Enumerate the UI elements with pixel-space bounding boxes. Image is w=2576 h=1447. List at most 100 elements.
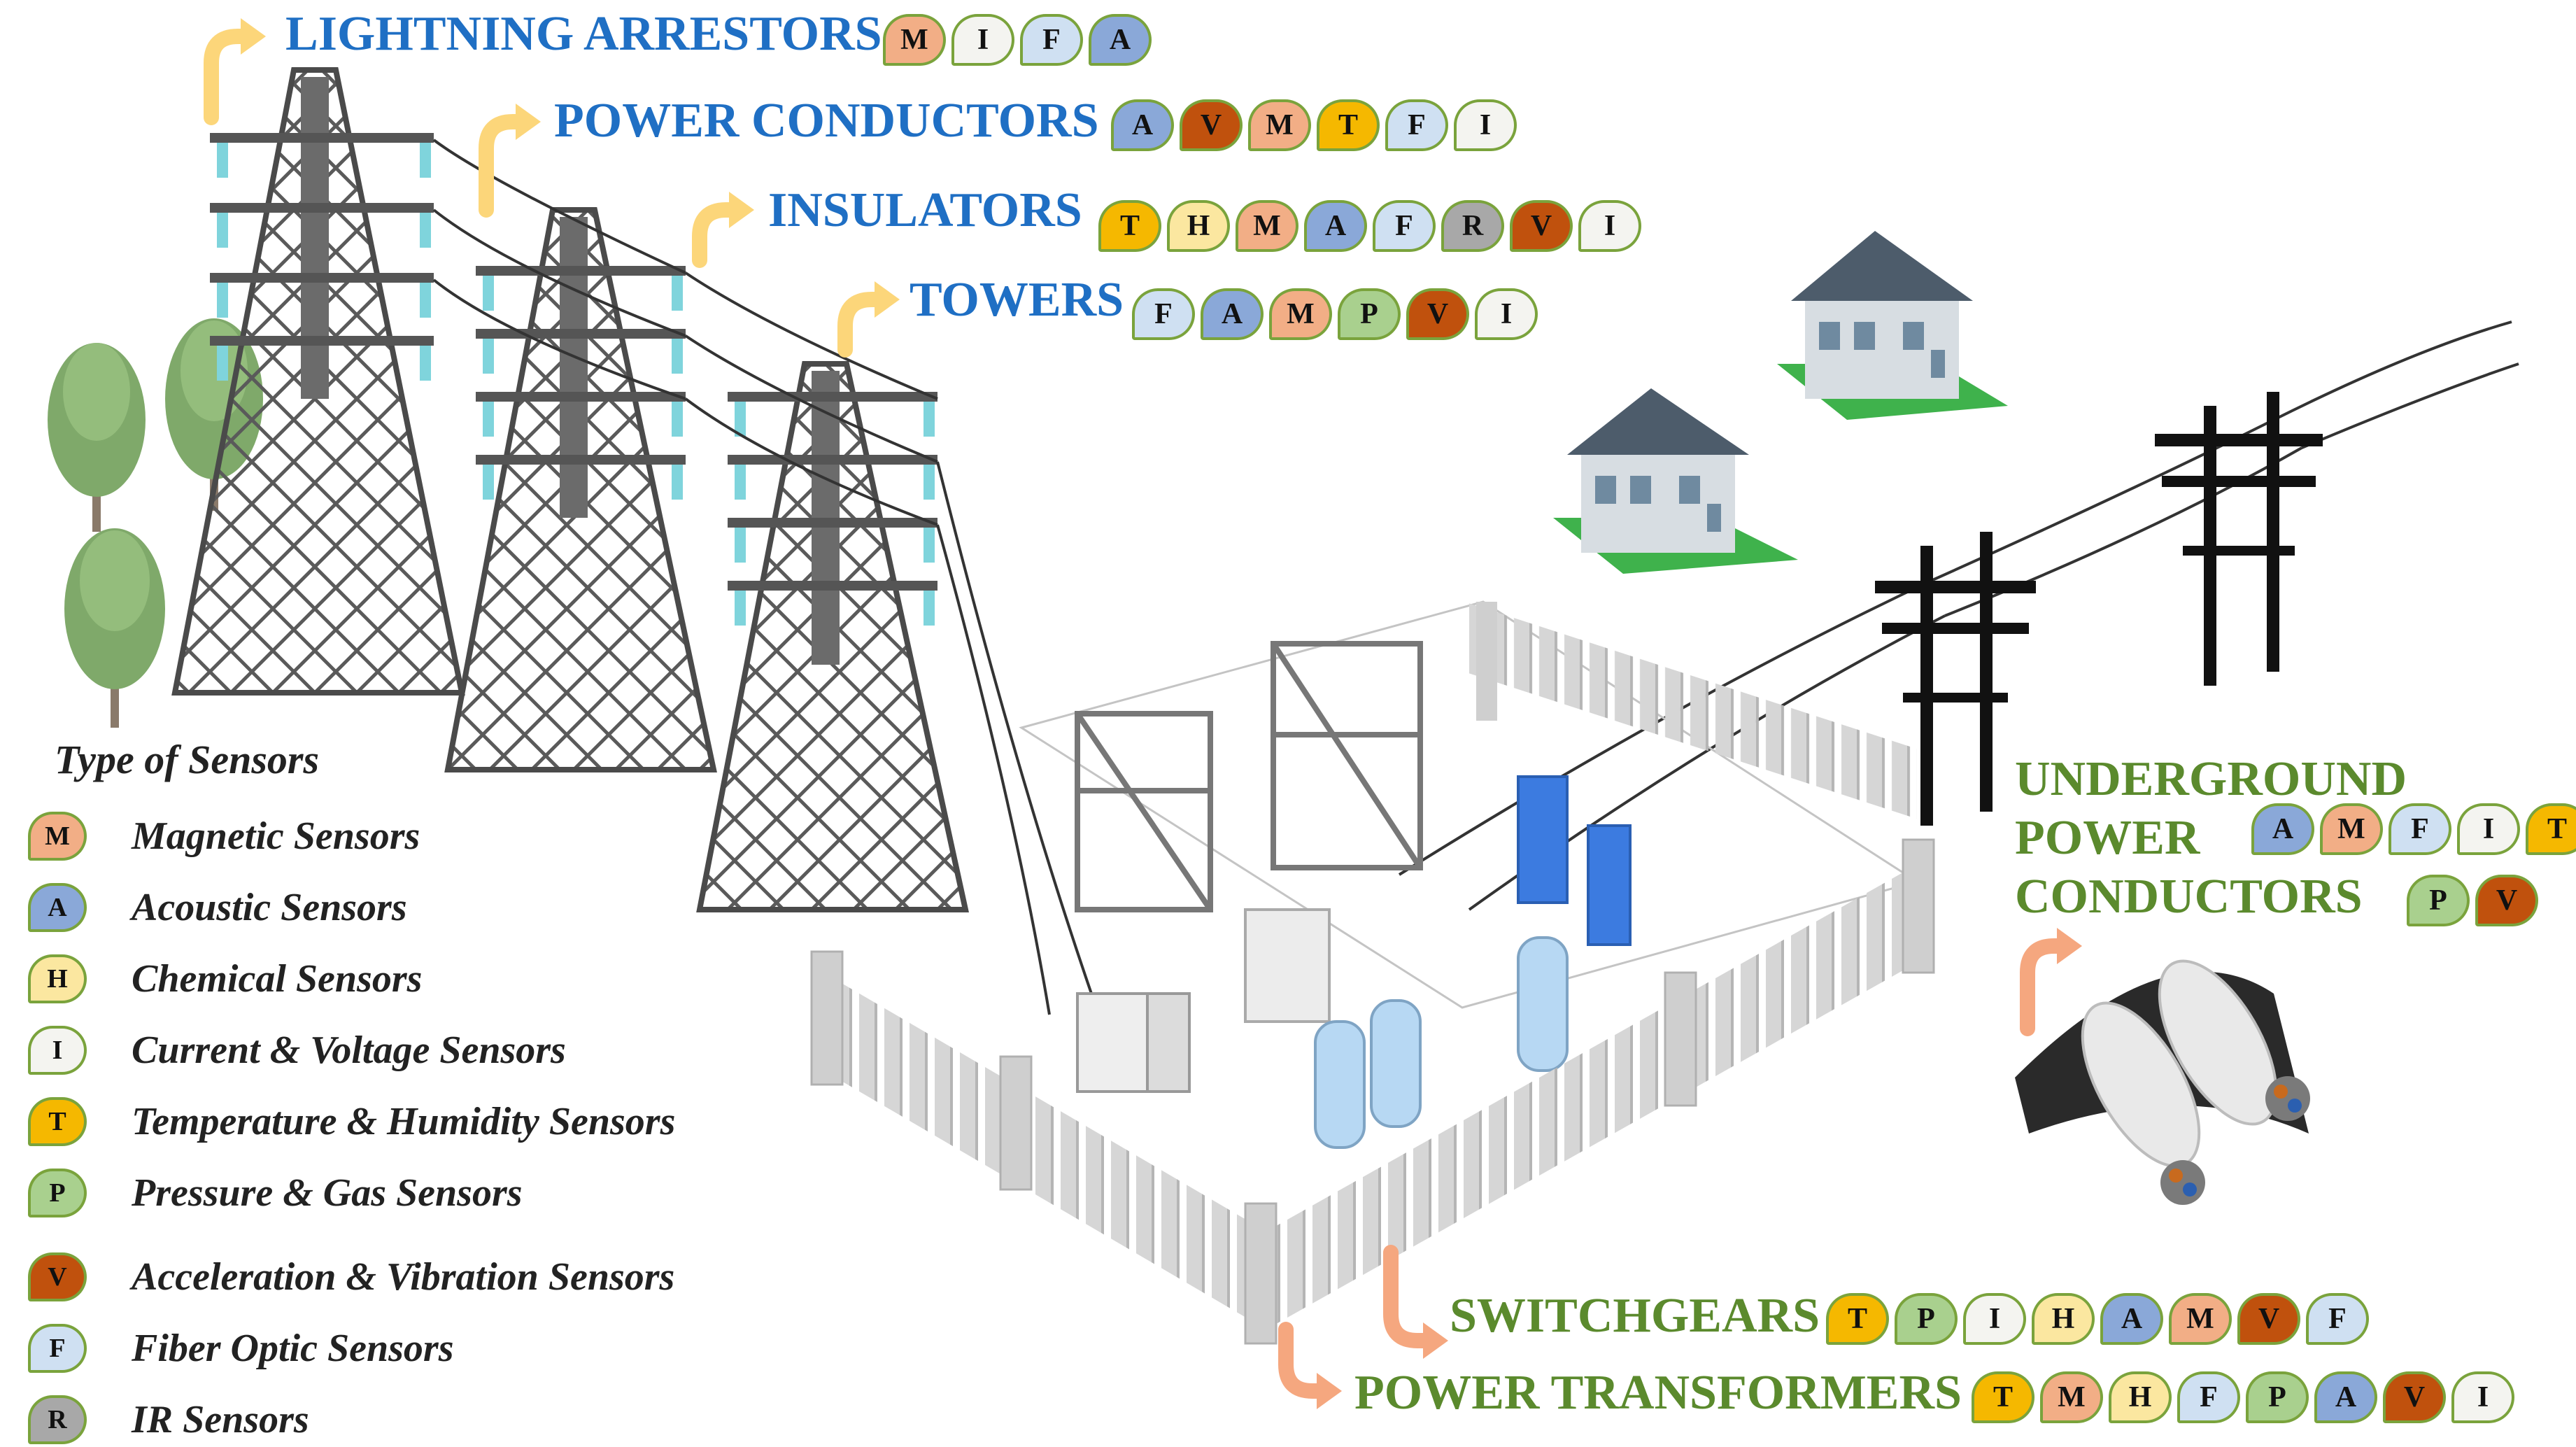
sensor-badge-f: F	[1385, 99, 1448, 151]
legend-item-label: Magnetic Sensors	[132, 814, 420, 858]
legend-item-label: IR Sensors	[132, 1398, 309, 1441]
sensor-badge-f: F	[2389, 803, 2451, 855]
underground-cable-icon	[2015, 959, 2310, 1205]
sensor-badge-h: H	[28, 954, 87, 1003]
arrow-power-transformers-head	[1317, 1373, 1342, 1409]
sensor-badge-t: T	[1972, 1371, 2034, 1423]
sensor-badge-t: T	[1317, 99, 1380, 151]
legend-item: A Acoustic Sensors	[28, 883, 407, 932]
arrow-underground-head	[2057, 928, 2082, 964]
sensor-badge-f: F	[1373, 200, 1436, 252]
sensor-badge-p: P	[2246, 1371, 2309, 1423]
sensor-badge-m: M	[28, 812, 87, 861]
sensor-badge-v: V	[2383, 1371, 2446, 1423]
power-conductors-label: POWER CONDUCTORS	[554, 94, 1099, 148]
legend-item-label: Temperature & Humidity Sensors	[132, 1100, 676, 1143]
sensor-badge-f: F	[28, 1324, 87, 1373]
legend-item: F Fiber Optic Sensors	[28, 1324, 454, 1373]
sensor-badge-t: T	[2526, 803, 2576, 855]
sensor-badge-h: H	[2032, 1293, 2095, 1345]
power-transformers-label: POWER TRANSFORMERS	[1354, 1366, 1962, 1420]
legend-title: Type of Sensors	[55, 737, 320, 782]
sensor-badge-a: A	[1111, 99, 1174, 151]
arrow-towers-head	[875, 281, 900, 318]
arrow-switchgears-head	[1423, 1322, 1448, 1359]
sensor-badge-a: A	[2314, 1371, 2377, 1423]
sensor-badge-i: I	[1963, 1293, 2026, 1345]
legend-item-label: Acceleration & Vibration Sensors	[132, 1255, 675, 1299]
sensor-badge-v: V	[28, 1252, 87, 1301]
house-icon	[1553, 388, 1798, 574]
arrow-switchgears	[1383, 1245, 1435, 1348]
legend-item: R IR Sensors	[28, 1395, 309, 1444]
sensor-badge-f: F	[1132, 288, 1195, 340]
utility-pole-icon	[2155, 392, 2323, 686]
sensor-badge-a: A	[1089, 14, 1152, 66]
sensor-badge-v: V	[1180, 99, 1243, 151]
arrow-lightning-arrestors	[204, 29, 253, 125]
legend-item: H Chemical Sensors	[28, 954, 422, 1003]
arrow-towers	[837, 292, 886, 358]
sensor-badge-f: F	[1020, 14, 1083, 66]
sensor-badge-p: P	[1895, 1293, 1958, 1345]
utility-pole-icon	[1875, 532, 2036, 826]
legend-item-label: Current & Voltage Sensors	[132, 1029, 566, 1072]
legend-item-label: Fiber Optic Sensors	[132, 1327, 454, 1370]
sensor-badge-a: A	[2251, 803, 2314, 855]
sensor-badge-f: F	[2306, 1293, 2369, 1345]
tree-icon	[64, 528, 165, 728]
legend-item: V Acceleration & Vibration Sensors	[28, 1252, 674, 1301]
sensor-badge-t: T	[1826, 1293, 1889, 1345]
sensor-badge-t: T	[28, 1097, 87, 1146]
arrow-power-transformers	[1278, 1322, 1329, 1399]
legend-item: T Temperature & Humidity Sensors	[28, 1097, 675, 1146]
sensor-badge-a: A	[2100, 1293, 2163, 1345]
sensor-badge-v: V	[2237, 1293, 2300, 1345]
sensor-badge-i: I	[1475, 288, 1538, 340]
sensor-badge-h: H	[2109, 1371, 2172, 1423]
sensor-badge-r: R	[28, 1395, 87, 1444]
sensor-badge-i: I	[1578, 200, 1641, 252]
sensor-badge-i: I	[2451, 1371, 2514, 1423]
sensor-badge-a: A	[28, 883, 87, 932]
legend-item-label: Chemical Sensors	[132, 957, 423, 1001]
sensor-badge-t: T	[1098, 200, 1161, 252]
sensor-badge-r: R	[1441, 200, 1504, 252]
sensor-badge-i: I	[1454, 99, 1517, 151]
transmission-tower-icon	[444, 207, 717, 772]
house-icon	[1777, 231, 2008, 420]
sensor-badge-v: V	[2475, 875, 2538, 926]
sensor-badge-m: M	[883, 14, 946, 66]
arrow-power-conductors-head	[516, 104, 541, 140]
underground-label-line: POWER	[2015, 811, 2200, 865]
sensor-badge-a: A	[1304, 200, 1367, 252]
substation-icon	[810, 600, 1935, 1345]
sensor-badge-i: I	[951, 14, 1014, 66]
sensor-badge-m: M	[1236, 200, 1298, 252]
sensor-badge-i: I	[2457, 803, 2520, 855]
legend-item-label: Pressure & Gas Sensors	[132, 1171, 523, 1215]
arrow-lightning-arrestors-head	[241, 18, 266, 55]
arrow-underground	[2020, 938, 2069, 1036]
sensor-badge-p: P	[2407, 875, 2470, 926]
sensor-badge-m: M	[2040, 1371, 2103, 1423]
underground-label-line: CONDUCTORS	[2015, 870, 2363, 924]
underground-label-line: UNDERGROUND	[2015, 752, 2407, 806]
legend-item-label: Acoustic Sensors	[132, 886, 407, 929]
transmission-tower-icon	[696, 361, 969, 912]
sensor-badge-a: A	[1201, 288, 1264, 340]
underground-conductors-label: UNDERGROUND POWER CONDUCTORS	[2015, 750, 2407, 926]
arrow-insulators-head	[729, 192, 754, 228]
sensor-badge-m: M	[2320, 803, 2383, 855]
sensor-badge-p: P	[28, 1169, 87, 1217]
sensor-badge-f: F	[2177, 1371, 2240, 1423]
legend-item: M Magnetic Sensors	[28, 812, 420, 861]
